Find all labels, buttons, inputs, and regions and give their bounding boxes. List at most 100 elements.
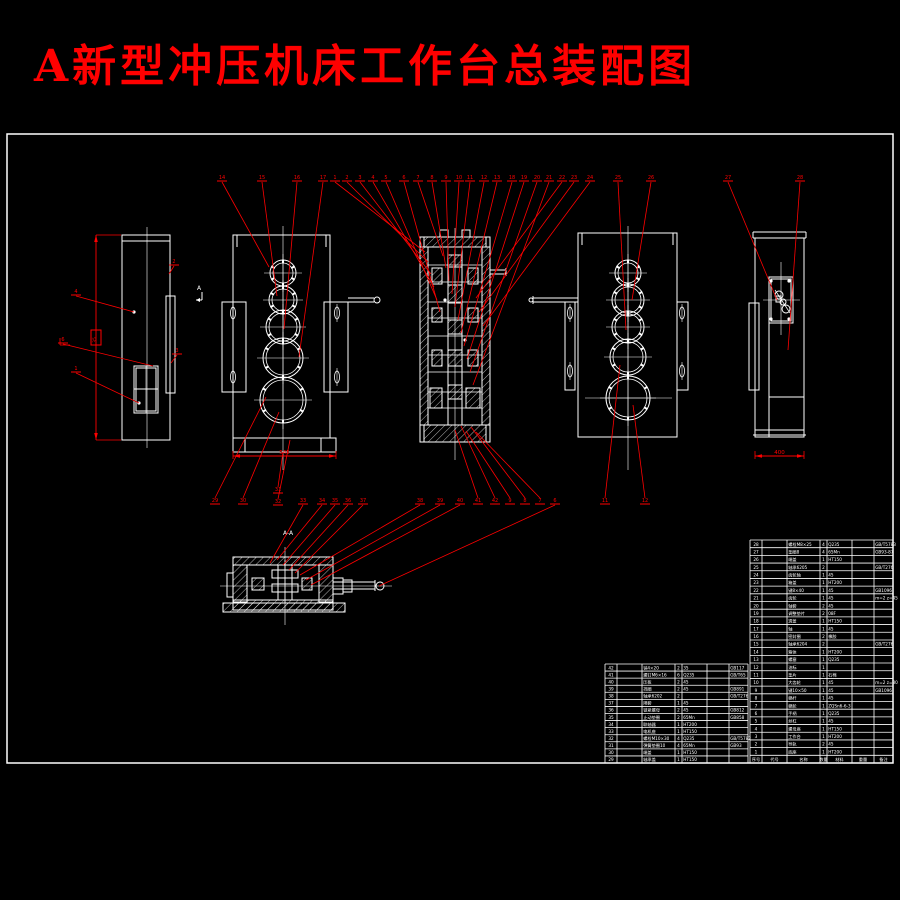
svg-text:6: 6 [677, 672, 680, 677]
svg-text:2: 2 [822, 565, 825, 570]
svg-text:材料: 材料 [835, 756, 844, 763]
svg-text:GB93: GB93 [730, 743, 742, 748]
svg-text:18: 18 [509, 175, 515, 181]
svg-text:37: 37 [608, 701, 614, 706]
svg-text:GB1096: GB1096 [875, 688, 892, 693]
svg-text:Q235: Q235 [683, 672, 695, 677]
svg-text:1: 1 [822, 726, 825, 731]
svg-text:HT150: HT150 [683, 729, 697, 734]
svg-text:10: 10 [456, 175, 462, 181]
svg-text:1: 1 [822, 711, 825, 716]
svg-text:4: 4 [74, 289, 77, 295]
svg-text:65Mn: 65Mn [828, 549, 840, 554]
svg-text:螺母座: 螺母座 [788, 725, 801, 732]
svg-text:GB/T276: GB/T276 [875, 642, 893, 647]
svg-text:齿轮轴: 齿轮轴 [788, 572, 801, 579]
svg-text:40: 40 [457, 498, 463, 504]
svg-text:1: 1 [822, 688, 825, 693]
svg-text:螺塞: 螺塞 [788, 656, 797, 663]
svg-text:轴承6204: 轴承6204 [788, 641, 807, 648]
svg-text:19: 19 [753, 611, 759, 616]
svg-text:轴承6202: 轴承6202 [643, 693, 662, 700]
svg-text:2: 2 [755, 742, 758, 747]
svg-text:4: 4 [677, 743, 680, 748]
svg-text:1: 1 [822, 657, 825, 662]
svg-text:39: 39 [437, 498, 443, 504]
svg-text:23: 23 [753, 580, 759, 585]
svg-text:1: 1 [822, 626, 825, 631]
svg-text:导轨: 导轨 [788, 741, 797, 748]
svg-text:1: 1 [822, 588, 825, 593]
svg-text:15: 15 [753, 642, 759, 647]
svg-text:45: 45 [828, 573, 834, 578]
svg-text:45: 45 [828, 688, 834, 693]
svg-text:65Mn: 65Mn [683, 715, 695, 720]
svg-text:65Mn: 65Mn [683, 743, 695, 748]
svg-text:HT150: HT150 [683, 750, 697, 755]
svg-text:45: 45 [683, 708, 689, 713]
svg-text:油标: 油标 [788, 664, 796, 671]
svg-text:端盖: 端盖 [643, 749, 651, 756]
svg-text:7: 7 [538, 498, 541, 504]
svg-text:400: 400 [774, 450, 785, 456]
svg-text:2: 2 [677, 679, 680, 684]
svg-text:m=2 z=45: m=2 z=45 [875, 596, 898, 601]
svg-text:GB891: GB891 [730, 687, 744, 692]
svg-text:1: 1 [822, 680, 825, 685]
svg-text:A-A: A-A [283, 530, 294, 537]
svg-text:27: 27 [753, 549, 759, 554]
svg-text:箱盖: 箱盖 [788, 579, 796, 586]
svg-text:3: 3 [755, 734, 758, 739]
svg-text:1: 1 [822, 696, 825, 701]
svg-text:键10×50: 键10×50 [788, 687, 807, 694]
view-left-side [121, 227, 203, 448]
svg-text:24: 24 [753, 573, 759, 578]
svg-text:HT200: HT200 [828, 649, 842, 654]
view-right-side [748, 231, 807, 438]
svg-text:GB/T5783: GB/T5783 [875, 542, 896, 547]
svg-text:1: 1 [333, 175, 336, 181]
svg-text:33: 33 [300, 498, 306, 504]
svg-text:9: 9 [508, 498, 511, 504]
svg-text:34: 34 [319, 498, 325, 504]
svg-text:弹簧垫圈10: 弹簧垫圈10 [643, 742, 665, 749]
svg-text:垫片: 垫片 [788, 671, 796, 678]
svg-text:2: 2 [822, 603, 825, 608]
svg-text:隔套: 隔套 [643, 700, 652, 707]
svg-text:45: 45 [828, 588, 834, 593]
svg-text:垫圈8: 垫圈8 [788, 548, 799, 555]
svg-text:45: 45 [828, 719, 834, 724]
svg-text:21: 21 [753, 596, 759, 601]
svg-text:GB1096: GB1096 [875, 588, 892, 593]
svg-text:5: 5 [384, 175, 387, 181]
svg-text:45: 45 [828, 742, 834, 747]
svg-text:名称: 名称 [799, 756, 807, 763]
svg-text:工作台: 工作台 [788, 733, 801, 740]
svg-text:GB/T276: GB/T276 [875, 565, 893, 570]
svg-text:联轴器: 联轴器 [643, 721, 656, 728]
svg-text:止动垫圈: 止动垫圈 [643, 714, 660, 721]
svg-text:1: 1 [822, 619, 825, 624]
svg-text:手柄: 手柄 [788, 710, 796, 717]
svg-text:数量: 数量 [819, 756, 827, 763]
svg-text:Q235: Q235 [683, 736, 695, 741]
svg-text:26: 26 [753, 557, 759, 562]
svg-text:蜗轮: 蜗轮 [788, 702, 797, 709]
svg-text:4: 4 [822, 549, 825, 554]
svg-text:2: 2 [822, 634, 825, 639]
svg-text:19: 19 [521, 175, 527, 181]
svg-text:30: 30 [240, 498, 246, 504]
svg-text:石棉: 石棉 [828, 671, 836, 678]
svg-text:35: 35 [332, 498, 338, 504]
svg-text:HT200: HT200 [828, 749, 842, 754]
svg-text:1: 1 [677, 722, 680, 727]
svg-text:6: 6 [402, 175, 405, 181]
svg-text:45: 45 [683, 679, 689, 684]
svg-text:6: 6 [553, 498, 556, 504]
svg-text:HT150: HT150 [828, 619, 842, 624]
svg-text:压板: 压板 [643, 678, 652, 685]
red-extras [59, 234, 121, 441]
svg-text:端盖: 端盖 [788, 556, 796, 563]
